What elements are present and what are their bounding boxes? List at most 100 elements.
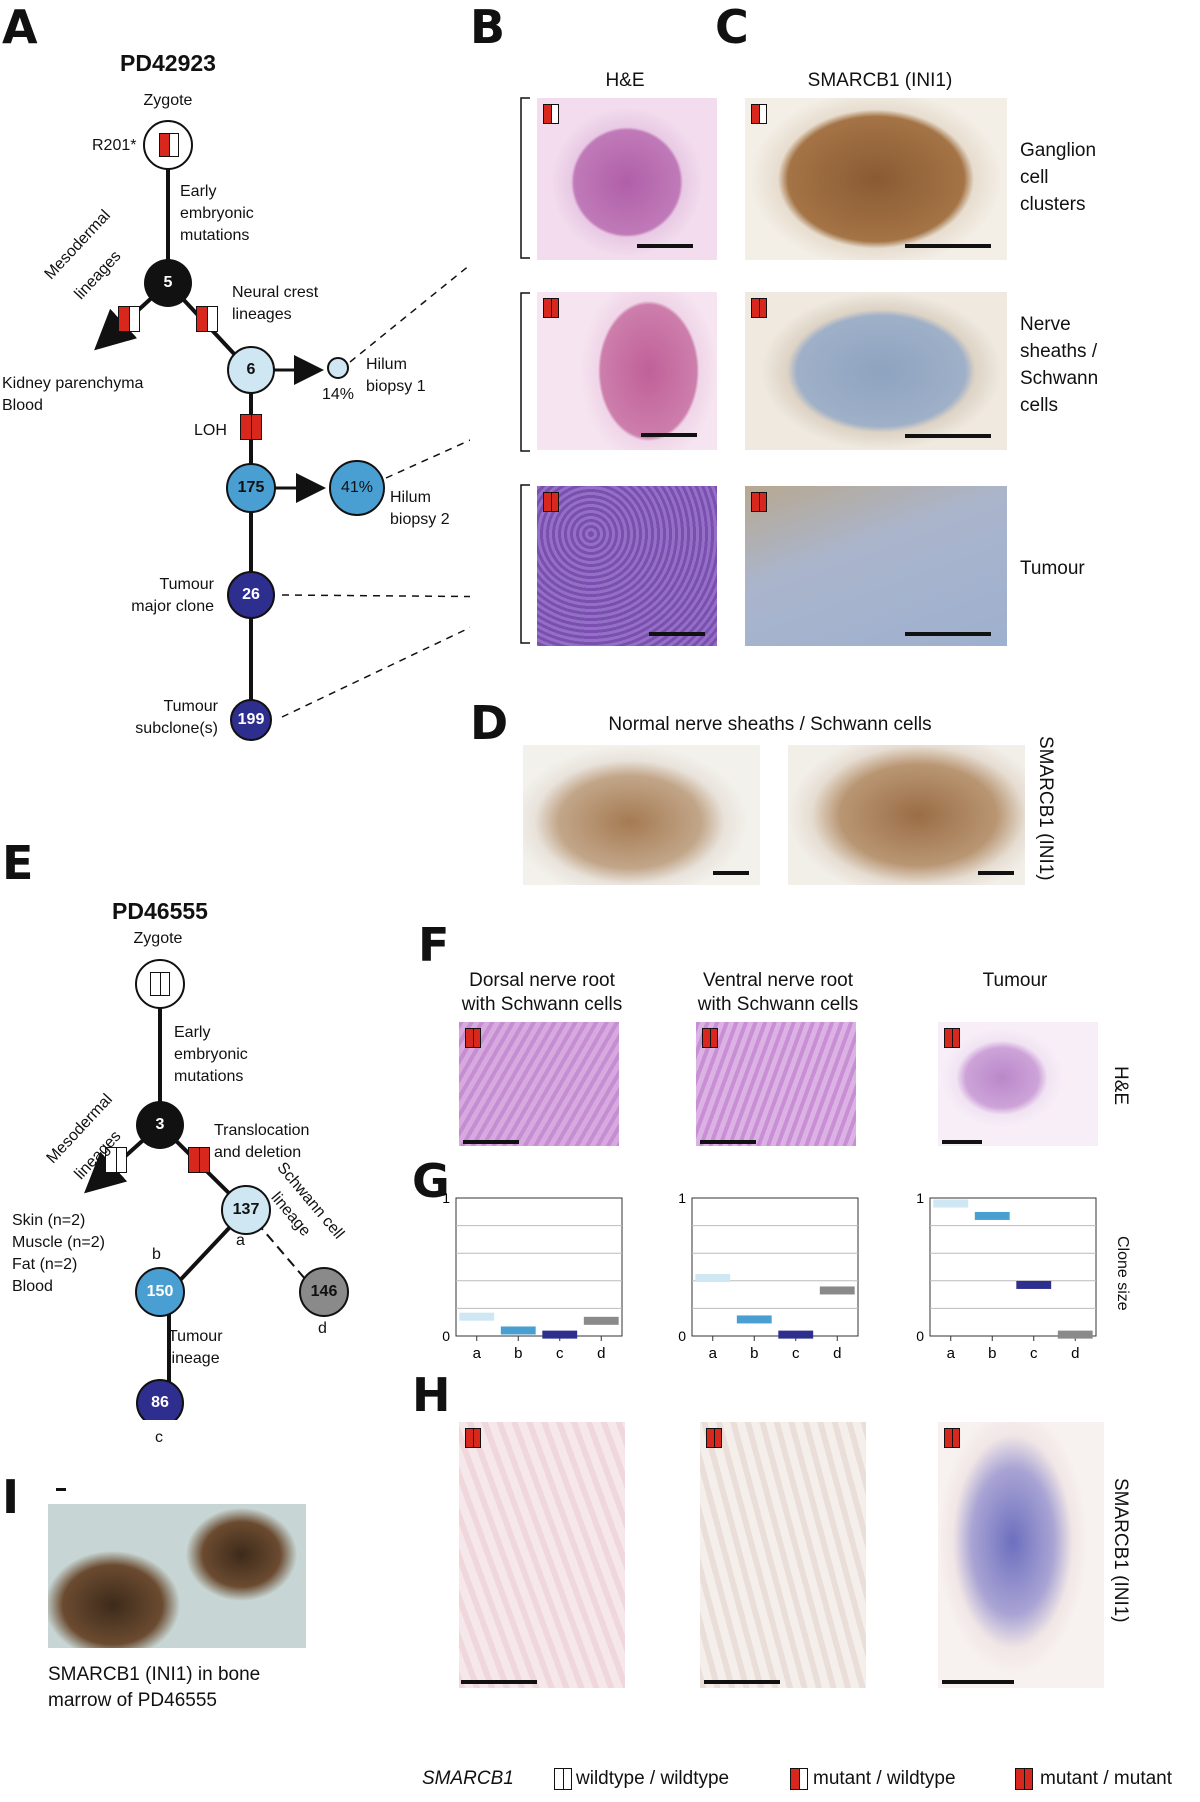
x-tick-label: b: [514, 1345, 522, 1360]
kidney-label: Kidney parenchyma: [2, 375, 144, 392]
node-146-value: 146: [310, 1283, 338, 1300]
node-6-value: 6: [246, 361, 256, 378]
wildtype-wildtype-icon: [554, 1768, 572, 1790]
mutation-label: R201*: [92, 137, 137, 154]
panel-d-title: Normal nerve sheaths / Schwann cells: [608, 714, 932, 735]
panel-d-side-label: SMARCB1 (INI1): [1035, 736, 1056, 881]
ihc-image-dorsal: [459, 1422, 625, 1688]
clone-mark-c: [778, 1330, 814, 1339]
he-image-tumour-f: [938, 1022, 1098, 1146]
node-150: [135, 1267, 185, 1317]
legend-mutant-wildtype: mutant / wildtype: [813, 1768, 956, 1789]
mutant-mutant-icon: [465, 1428, 481, 1448]
node-175: [226, 463, 276, 513]
letter-c: c: [155, 1429, 163, 1446]
ihc-image-ganglion: [745, 98, 1007, 260]
x-tick-label: d: [597, 1345, 605, 1360]
x-tick-label: a: [947, 1345, 956, 1360]
row-label-ganglion-3: clusters: [1020, 194, 1086, 215]
phylogenetic-tree-pd46555: [84, 959, 349, 1420]
node-199-value: 199: [237, 711, 265, 728]
loh-label: LOH: [194, 422, 227, 439]
clone-mark-d: [819, 1286, 855, 1295]
panel-label-h: H: [412, 1368, 451, 1422]
mutant-wildtype-icon: [159, 133, 179, 157]
letter-d: d: [318, 1320, 327, 1337]
node-137: [221, 1185, 271, 1235]
node-86-value: 86: [151, 1394, 169, 1411]
neural-crest-line-1: Neural crest: [232, 284, 319, 301]
panel-label-a: A: [2, 0, 38, 54]
node-hilum-2: [329, 460, 385, 516]
major-clone-line-2: major clone: [131, 598, 214, 615]
hilum-1-line-2: biopsy 1: [366, 378, 426, 395]
node-86: [136, 1379, 184, 1420]
e-early-embryonic-line-3: mutations: [174, 1068, 244, 1085]
mutant-mutant-icon: [240, 414, 262, 440]
row-label-nerve-1: Nerve: [1020, 314, 1071, 335]
hilum-2-line-1: Hilum: [390, 489, 431, 506]
wildtype-wildtype-icon: [150, 972, 170, 996]
column-dorsal-line-1: Dorsal nerve root: [469, 970, 615, 991]
column-ventral-line-2: with Schwann cells: [697, 994, 859, 1015]
ihc-image-nerve: [745, 292, 1007, 450]
ihc-image-normal-nerve-2: [788, 745, 1025, 885]
tissue-muscle: Muscle (n=2): [12, 1234, 105, 1251]
patient-id-pd46555: PD46555: [112, 898, 208, 924]
chart-frame: [691, 1197, 859, 1337]
translocation-line-1: Translocation: [214, 1122, 310, 1139]
ihc-image-tumour: [745, 486, 1007, 646]
legend-wildtype-wildtype: wildtype / wildtype: [576, 1768, 730, 1789]
panel-label-i: I: [2, 1470, 20, 1524]
legend-gene: SMARCB1: [422, 1768, 514, 1789]
row-label-ganglion-1: Ganglion: [1020, 140, 1097, 161]
mutant-mutant-icon: [465, 1028, 481, 1048]
node-3: [136, 1101, 184, 1149]
node-150-value: 150: [146, 1283, 174, 1300]
panel-i-caption-line-2: marrow of PD46555: [48, 1690, 217, 1711]
panel-label-d: D: [470, 696, 509, 750]
x-tick-label: c: [556, 1345, 564, 1360]
node-26-value: 26: [242, 586, 260, 603]
hilum-1-line-1: Hilum: [366, 356, 407, 373]
y-tick-label: 1: [442, 1190, 450, 1206]
panel-g-side-label: Clone size: [1114, 1236, 1131, 1311]
panel-label-e: E: [2, 836, 34, 890]
node-137-value: 137: [232, 1201, 260, 1218]
mutant-wildtype-icon: [790, 1768, 808, 1790]
mutant-wildtype-icon: [751, 104, 767, 124]
panel-h-side-label: SMARCB1 (INI1): [1110, 1478, 1131, 1623]
mutant-mutant-icon: [706, 1428, 722, 1448]
panel-label-f: F: [418, 918, 450, 972]
early-embryonic-line-1: Early: [180, 183, 217, 200]
mutant-wildtype-icon: [118, 306, 140, 332]
clone-mark-a: [933, 1199, 969, 1208]
letter-b: b: [152, 1246, 161, 1263]
ihc-image-tumour-h: [938, 1422, 1104, 1688]
y-tick-label: 0: [916, 1328, 924, 1344]
patient-id-pd42923: PD42923: [120, 50, 216, 76]
clone-mark-b: [736, 1315, 772, 1324]
node-3-value: 3: [155, 1116, 165, 1133]
he-image-ganglion: [537, 98, 717, 260]
hilum-1-pct: 14%: [322, 386, 355, 403]
node-146: [299, 1267, 349, 1317]
x-tick-label: b: [988, 1345, 996, 1360]
mutant-mutant-icon: [543, 298, 559, 318]
legend-mutant-mutant: mutant / mutant: [1040, 1768, 1173, 1789]
tissue-fat: Fat (n=2): [12, 1256, 78, 1273]
tissue-skin: Skin (n=2): [12, 1212, 86, 1229]
x-tick-label: b: [750, 1345, 758, 1360]
panel-label-b: B: [470, 0, 506, 54]
node-26: [227, 571, 275, 619]
clone-mark-d: [1057, 1330, 1093, 1339]
zygote-label: Zygote: [143, 92, 193, 109]
e-early-embryonic-line-1: Early: [174, 1024, 211, 1041]
y-tick-label: 0: [442, 1328, 450, 1344]
y-tick-label: 0: [678, 1328, 686, 1344]
bone-marrow-image: [48, 1504, 306, 1648]
panel-label-g: G: [412, 1154, 450, 1208]
clone-mark-a: [695, 1274, 731, 1283]
scale-bar: [56, 1488, 66, 1491]
